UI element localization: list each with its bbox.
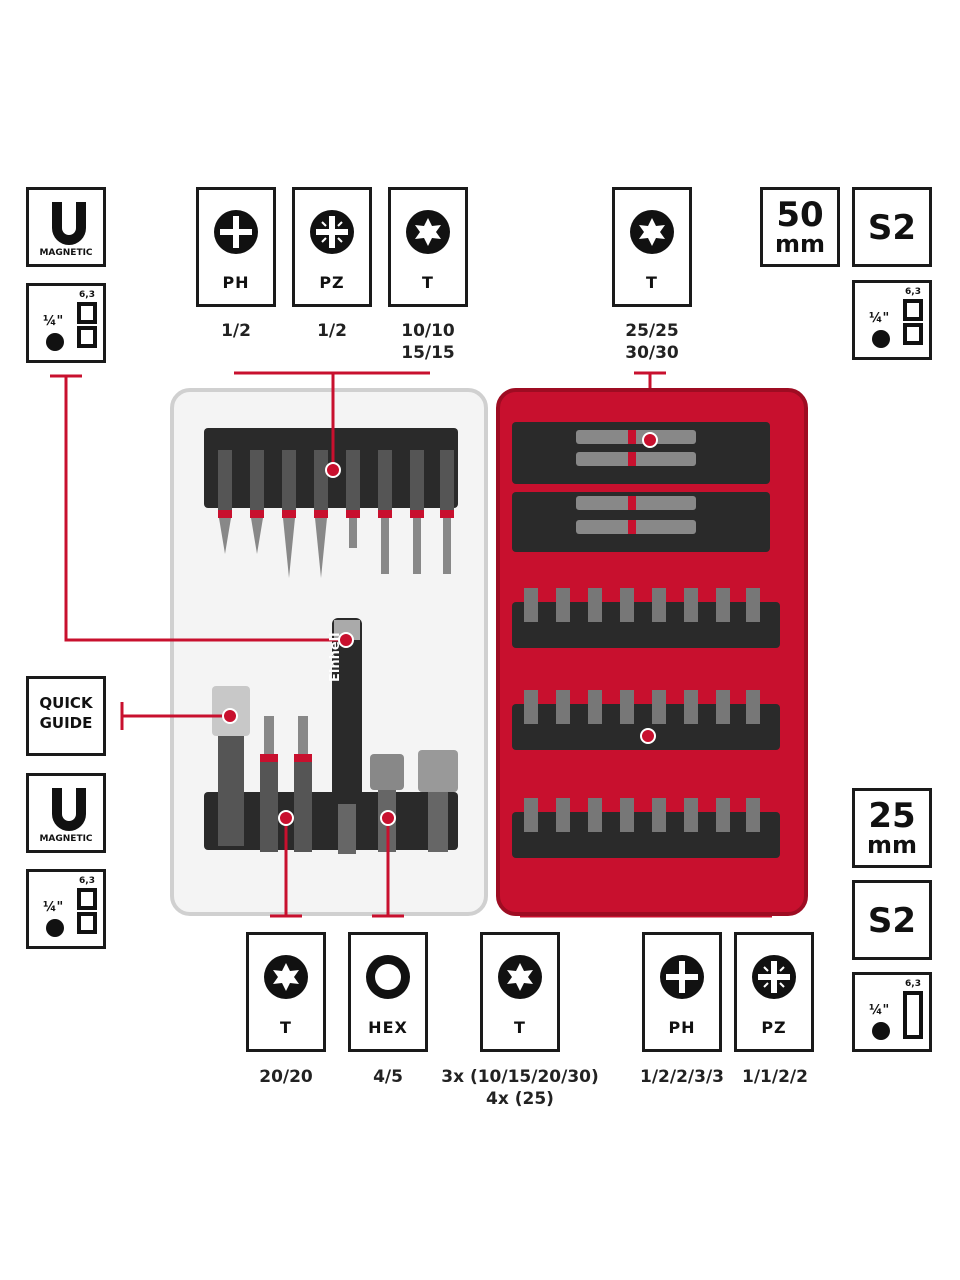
bit-type-label: PH bbox=[222, 273, 250, 292]
magnetic-label: MAGNETIC bbox=[39, 834, 93, 844]
material-label: S2 bbox=[867, 208, 917, 248]
material-label: S2 bbox=[867, 901, 917, 941]
hex-shank-icon-right-bottom: 6,3 ¼" bbox=[852, 972, 932, 1052]
caption-torx-top-a: 10/10 15/15 bbox=[401, 321, 455, 363]
brand-logo: Einhell bbox=[328, 632, 343, 682]
length-value: 25 bbox=[868, 796, 916, 836]
bit-type-label: PZ bbox=[761, 1018, 787, 1037]
phillips-bit-icon-bottom: PH bbox=[642, 932, 722, 1052]
bit-rack-row-3 bbox=[512, 812, 780, 858]
hex-nut-icon-bottom: HEX bbox=[348, 932, 428, 1052]
pozidriv-bit-icon-top: PZ bbox=[292, 187, 372, 307]
caption-ph-top: 1/2 bbox=[221, 321, 251, 341]
bit-type-label: PZ bbox=[319, 273, 345, 292]
bit-rack-long-b bbox=[512, 492, 770, 552]
length-unit: mm bbox=[866, 831, 917, 859]
bit-rack-bottom-left bbox=[204, 792, 458, 850]
length-25mm-icon: 25 mm bbox=[852, 788, 932, 868]
hex-nut-icon bbox=[366, 955, 410, 999]
magnet-icon bbox=[52, 202, 86, 245]
bit-type-label: T bbox=[280, 1018, 292, 1037]
phillips-icon bbox=[214, 210, 258, 254]
phillips-bit-icon-top: PH bbox=[196, 187, 276, 307]
material-s2-icon-bottom: S2 bbox=[852, 880, 932, 960]
caption-torx-bottom-a: 20/20 bbox=[259, 1067, 313, 1087]
hex-shank-icon-bottom: 6,3 ¼" bbox=[26, 869, 106, 949]
hex-size-label: 6,3 bbox=[79, 290, 95, 300]
quarter-inch-label: ¼" bbox=[43, 900, 64, 915]
caption-hex-bottom: 4/5 bbox=[373, 1067, 403, 1087]
hex-size-label: 6,3 bbox=[905, 287, 921, 297]
material-s2-icon-top: S2 bbox=[852, 187, 932, 267]
bit-type-label: PH bbox=[668, 1018, 696, 1037]
hex-shank-long-icon bbox=[872, 991, 923, 1040]
hex-shank-icon bbox=[872, 299, 923, 348]
magnetic-icon-top: MAGNETIC bbox=[26, 187, 106, 267]
quick-guide-line2: GUIDE bbox=[39, 714, 93, 732]
bit-type-label: T bbox=[646, 273, 658, 292]
torx-bit-icon-top-b: T bbox=[612, 187, 692, 307]
pozidriv-bit-icon-bottom: PZ bbox=[734, 932, 814, 1052]
hex-shank-icon-top: 6,3 ¼" bbox=[26, 283, 106, 363]
hex-shank-icon-right-top: 6,3 ¼" bbox=[852, 280, 932, 360]
bit-type-label: T bbox=[514, 1018, 526, 1037]
quick-guide-icon: QUICK GUIDE bbox=[26, 676, 106, 756]
quarter-inch-label: ¼" bbox=[869, 311, 890, 326]
pozidriv-icon bbox=[752, 955, 796, 999]
bit-type-label: HEX bbox=[368, 1018, 408, 1037]
phillips-icon bbox=[660, 955, 704, 999]
torx-icon bbox=[630, 210, 674, 254]
caption-torx-bottom-b: 3x (10/15/20/30) 4x (25) bbox=[441, 1067, 599, 1109]
torx-icon bbox=[498, 955, 542, 999]
hex-size-label: 6,3 bbox=[79, 876, 95, 886]
torx-bit-icon-top-a: T bbox=[388, 187, 468, 307]
magnetic-label: MAGNETIC bbox=[39, 248, 93, 258]
magnet-icon bbox=[52, 788, 86, 831]
length-50mm-icon: 50 mm bbox=[760, 187, 840, 267]
caption-pz-top: 1/2 bbox=[317, 321, 347, 341]
hex-shank-icon bbox=[46, 888, 97, 937]
magnetic-icon-bottom: MAGNETIC bbox=[26, 773, 106, 853]
torx-bit-icon-bottom-b: T bbox=[480, 932, 560, 1052]
quarter-inch-label: ¼" bbox=[869, 1003, 890, 1018]
bit-type-label: T bbox=[422, 273, 434, 292]
quarter-inch-label: ¼" bbox=[43, 314, 64, 329]
bit-rack-top-left bbox=[204, 428, 458, 508]
hex-size-label: 6,3 bbox=[905, 979, 921, 989]
caption-torx-top-b: 25/25 30/30 bbox=[625, 321, 679, 363]
bit-rack-long-a bbox=[512, 422, 770, 484]
pozidriv-icon bbox=[310, 210, 354, 254]
hex-shank-icon bbox=[46, 302, 97, 351]
bit-rack-row-2 bbox=[512, 704, 780, 750]
bit-rack-row-1 bbox=[512, 602, 780, 648]
caption-pz-bottom: 1/1/2/2 bbox=[742, 1067, 808, 1087]
torx-icon bbox=[264, 955, 308, 999]
length-value: 50 bbox=[776, 195, 824, 235]
length-unit: mm bbox=[774, 230, 825, 258]
torx-bit-icon-bottom-a: T bbox=[246, 932, 326, 1052]
quick-guide-line1: QUICK bbox=[39, 694, 93, 712]
case-base-red bbox=[496, 388, 808, 916]
torx-icon bbox=[406, 210, 450, 254]
caption-ph-bottom: 1/2/2/3/3 bbox=[640, 1067, 724, 1087]
